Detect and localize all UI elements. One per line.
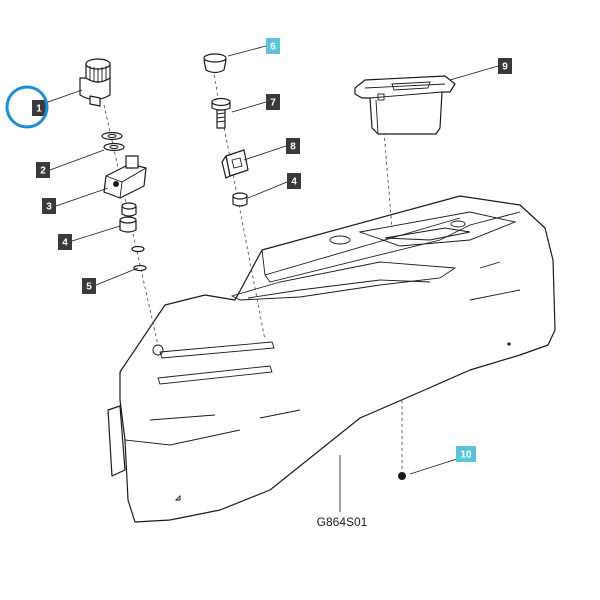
part-cap[interactable] bbox=[203, 53, 227, 74]
callout-label: 10 bbox=[460, 450, 472, 461]
part-clips[interactable] bbox=[131, 245, 147, 272]
drawing-id: G864S01 bbox=[317, 515, 368, 529]
callout-label: 2 bbox=[40, 166, 46, 177]
callout-4-middle[interactable]: 4 bbox=[287, 173, 301, 189]
callout-9[interactable]: 9 bbox=[498, 58, 512, 74]
callout-label: 6 bbox=[270, 42, 276, 53]
callout-box-bg bbox=[82, 278, 96, 294]
callout-label: 3 bbox=[46, 202, 52, 213]
callout-10[interactable]: 10 bbox=[456, 446, 476, 462]
part-plug[interactable] bbox=[398, 472, 406, 480]
callout-6[interactable]: 6 bbox=[266, 38, 280, 54]
part-washers[interactable] bbox=[101, 131, 125, 152]
callout-label: 1 bbox=[36, 104, 42, 115]
callout-4-left[interactable]: 4 bbox=[58, 234, 72, 250]
part-spacer-left[interactable] bbox=[119, 202, 137, 233]
part-tray[interactable] bbox=[354, 75, 456, 135]
callout-label: 4 bbox=[291, 177, 297, 188]
callout-2[interactable]: 2 bbox=[36, 162, 50, 178]
callout-box-bg bbox=[266, 38, 280, 54]
callout-box-bg bbox=[266, 94, 280, 110]
callout-7[interactable]: 7 bbox=[266, 94, 280, 110]
callout-box-bg bbox=[58, 234, 72, 250]
part-spacer-middle[interactable] bbox=[232, 192, 248, 207]
callout-8[interactable]: 8 bbox=[286, 138, 300, 154]
callout-box-bg bbox=[498, 58, 512, 74]
callout-box-bg bbox=[36, 162, 50, 178]
callout-label: 8 bbox=[290, 142, 296, 153]
callout-label: 9 bbox=[502, 62, 508, 73]
callout-box-bg bbox=[286, 138, 300, 154]
callout-label: 4 bbox=[62, 238, 68, 249]
part-fastener-block[interactable] bbox=[221, 149, 249, 179]
callout-box-bg bbox=[456, 446, 476, 462]
callout-5[interactable]: 5 bbox=[82, 278, 96, 294]
callout-label: 5 bbox=[86, 282, 92, 293]
callout-box-bg bbox=[32, 100, 46, 116]
leader-lines bbox=[47, 45, 499, 512]
part-bracket[interactable] bbox=[103, 155, 147, 199]
callout-box-bg bbox=[42, 198, 56, 214]
callout-3[interactable]: 3 bbox=[42, 198, 56, 214]
assembly-axis-tray bbox=[383, 131, 393, 229]
selection-ring bbox=[5, 85, 49, 129]
part-bolt[interactable] bbox=[211, 97, 231, 129]
callout-label: 7 bbox=[270, 98, 276, 109]
callout-box-bg bbox=[287, 173, 301, 189]
callout-1[interactable]: 1 bbox=[32, 100, 46, 116]
console-housing bbox=[107, 195, 556, 523]
part-knob[interactable] bbox=[79, 58, 111, 107]
